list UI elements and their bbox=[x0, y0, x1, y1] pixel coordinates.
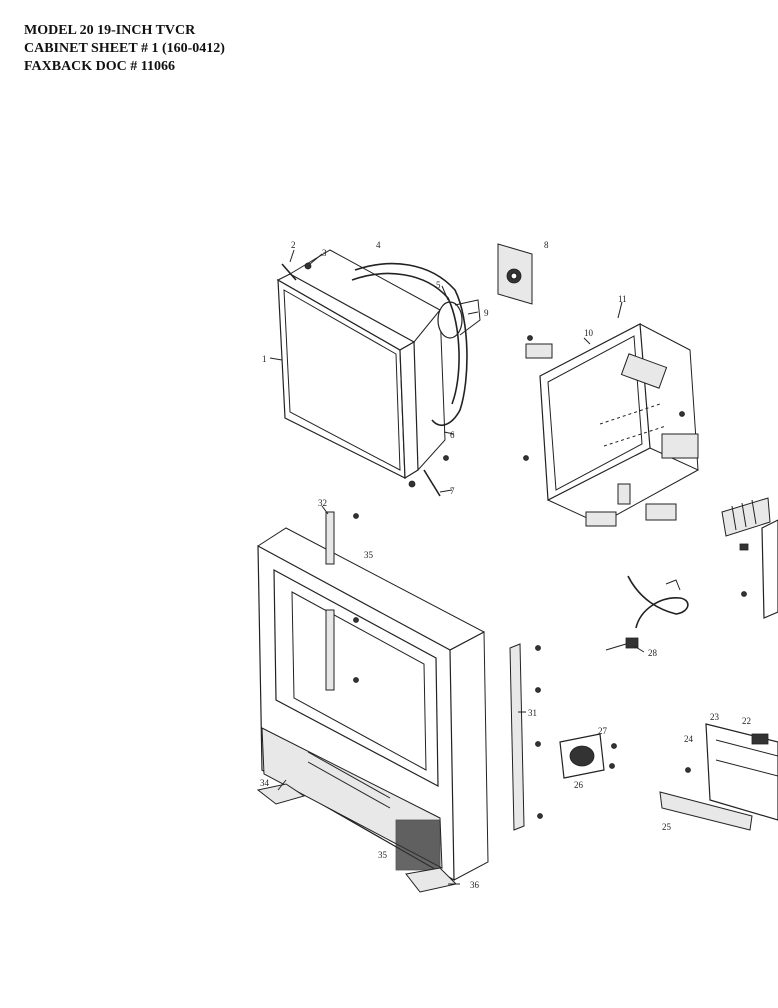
callout-7: 7 bbox=[450, 486, 455, 496]
speaker-grille bbox=[395, 819, 441, 871]
callout-25: 25 bbox=[662, 822, 672, 832]
screw-icon bbox=[423, 469, 441, 497]
deflection-yoke bbox=[437, 301, 463, 339]
speaker bbox=[559, 733, 605, 779]
right-board-assembly bbox=[721, 497, 778, 619]
front-cabinet bbox=[256, 511, 525, 893]
callout-5: 5 bbox=[436, 280, 441, 290]
model-title: MODEL 20 19-INCH TVCR bbox=[24, 23, 196, 38]
callout-35-bottom: 35 bbox=[378, 850, 388, 860]
power-cord bbox=[605, 575, 689, 651]
screws bbox=[353, 335, 747, 819]
callout-23: 23 bbox=[710, 712, 720, 722]
leader-lines bbox=[269, 249, 645, 885]
callout-2: 2 bbox=[291, 240, 296, 250]
faxback-doc-line: FAXBACK DOC # 11066 bbox=[24, 59, 176, 74]
deck-front-panel bbox=[659, 791, 753, 831]
callout-35-top: 35 bbox=[364, 550, 374, 560]
callout-3: 3 bbox=[322, 248, 327, 258]
document-header: MODEL 20 19-INCH TVCR CABINET SHEET # 1 … bbox=[24, 22, 225, 76]
bracket-31 bbox=[509, 643, 525, 831]
foot-34 bbox=[256, 783, 306, 805]
washer-icon bbox=[304, 262, 312, 270]
callout-31: 31 bbox=[528, 708, 537, 718]
picture-tube-assembly bbox=[276, 249, 481, 497]
callout-8: 8 bbox=[544, 240, 549, 250]
callout-10: 10 bbox=[584, 328, 594, 338]
callout-22: 22 bbox=[742, 716, 751, 726]
callout-27: 27 bbox=[598, 726, 608, 736]
cord-clamp bbox=[625, 637, 639, 649]
callout-labels: 1 2 3 4 5 6 7 8 9 10 11 22 23 24 25 26 2… bbox=[260, 240, 751, 890]
callout-11: 11 bbox=[618, 294, 627, 304]
callout-36: 36 bbox=[470, 880, 480, 890]
callout-26: 26 bbox=[574, 780, 584, 790]
callout-24: 24 bbox=[684, 734, 694, 744]
degauss-coil bbox=[354, 262, 468, 426]
callout-32: 32 bbox=[318, 498, 327, 508]
vcr-deck-chassis bbox=[659, 723, 778, 831]
cabinet-sheet-line: CABINET SHEET # 1 (160-0412) bbox=[24, 41, 225, 56]
callout-28: 28 bbox=[648, 648, 658, 658]
callout-34: 34 bbox=[260, 778, 270, 788]
callout-1: 1 bbox=[262, 354, 267, 364]
main-chassis-frame bbox=[525, 323, 699, 527]
callout-9: 9 bbox=[484, 308, 489, 318]
part-8-bracket bbox=[497, 243, 533, 305]
callout-4: 4 bbox=[376, 240, 381, 250]
screw-icon bbox=[281, 263, 297, 281]
bracket-32 bbox=[325, 511, 335, 565]
callout-6: 6 bbox=[450, 430, 455, 440]
